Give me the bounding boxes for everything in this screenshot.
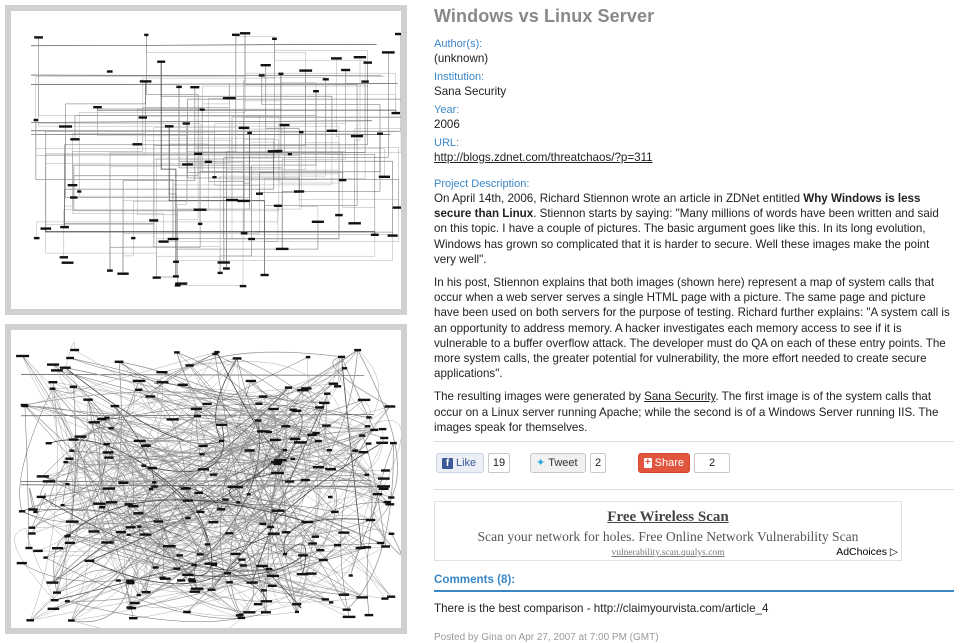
linux-graph-drawing [11, 11, 401, 309]
comment-posted-by: Posted by Gina on Apr 27, 2007 at 7:00 P… [434, 632, 659, 643]
like-count: 19 [488, 453, 510, 473]
facebook-like-button[interactable]: f Like [436, 453, 484, 473]
year-label: Year: [434, 104, 954, 117]
twitter-bird-icon: ✦ [536, 454, 545, 472]
share-button[interactable]: + Share [638, 453, 690, 473]
windows-syscall-graph-image[interactable] [5, 324, 407, 634]
comment-body: There is the best comparison - http://cl… [434, 602, 768, 615]
adchoices-label: AdChoices [836, 546, 887, 558]
year-value: 2006 [434, 117, 954, 132]
divider-bottom [434, 489, 954, 490]
comments-heading: Comments (8): [434, 573, 515, 586]
description-paragraph-1: On April 14th, 2006, Richard Stiennon wr… [434, 191, 954, 267]
institution-label: Institution: [434, 71, 954, 84]
tweet-count: 2 [590, 453, 606, 473]
divider-top [434, 441, 954, 442]
project-details: Windows vs Linux Server Author(s): (unkn… [434, 6, 954, 443]
linux-syscall-graph-image[interactable] [5, 5, 407, 315]
institution-value: Sana Security [434, 84, 954, 99]
description-label: Project Description: [434, 178, 954, 191]
url-label: URL: [434, 137, 954, 150]
adchoices-icon: ▷ [890, 546, 898, 558]
ad-text: Scan your network for holes. Free Online… [435, 529, 901, 545]
description-paragraph-2: In his post, Stiennon explains that both… [434, 275, 954, 381]
p1-text-start: On April 14th, 2006, Richard Stiennon wr… [434, 192, 803, 205]
windows-graph-drawing [11, 330, 401, 628]
comments-underline [434, 590, 954, 592]
sana-security-link[interactable]: Sana Security [644, 390, 715, 403]
ad-title[interactable]: Free Wireless Scan [435, 509, 901, 526]
author-value: (unknown) [434, 51, 954, 66]
share-label: Share [655, 454, 684, 472]
share-count: 2 [694, 453, 730, 473]
p3-text-start: The resulting images were generated by [434, 390, 644, 403]
project-url-link[interactable]: http://blogs.zdnet.com/threatchaos/?p=31… [434, 151, 653, 164]
ad-banner[interactable]: Free Wireless Scan Scan your network for… [434, 501, 902, 561]
plus-icon: + [644, 458, 652, 468]
social-share-bar: f Like 19 ✦ Tweet 2 + Share 2 [436, 453, 956, 473]
page-title: Windows vs Linux Server [434, 6, 954, 27]
tweet-button[interactable]: ✦ Tweet [530, 453, 586, 473]
adchoices-button[interactable]: AdChoices ▷ [830, 544, 901, 560]
tweet-label: Tweet [548, 454, 577, 472]
like-label: Like [456, 454, 476, 472]
description-paragraph-3: The resulting images were generated by S… [434, 389, 954, 435]
author-label: Author(s): [434, 38, 954, 51]
facebook-icon: f [442, 458, 453, 469]
